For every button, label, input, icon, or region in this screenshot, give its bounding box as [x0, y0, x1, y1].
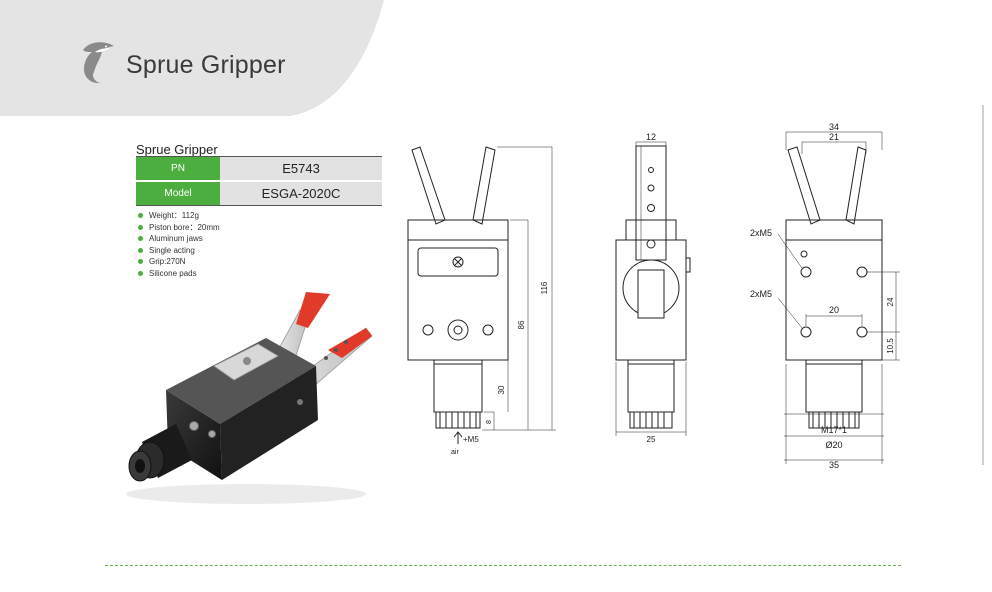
spec-key-model: Model [136, 181, 220, 206]
dim-side-base: 25 [647, 435, 656, 444]
list-item: Silicone pads [136, 268, 220, 280]
bullet-icon [138, 236, 143, 241]
header-panel [0, 0, 384, 116]
right-edge-rule [982, 105, 984, 465]
dim-diameter: Ø20 [825, 440, 842, 450]
list-item: Grip:270N [136, 256, 220, 268]
feature-text: Single acting [149, 245, 195, 255]
page-title: Sprue Gripper [126, 51, 286, 79]
bullet-icon [138, 270, 143, 276]
list-item: Piston bore：20mm [136, 222, 220, 234]
dim-back-inner: 21 [829, 132, 839, 142]
dim-back-base: 35 [829, 460, 839, 470]
technical-drawings: 116 86 30 8 +M5 air 12 25 [407, 122, 900, 470]
list-item: Single acting [136, 245, 220, 257]
dim-front-body: 86 [517, 320, 526, 329]
dim-front-thread: 8 [486, 420, 493, 424]
bullet-icon [138, 259, 143, 264]
spec-key-pn: PN [136, 157, 220, 182]
dashed-divider [105, 565, 901, 566]
dim-front-stem: 30 [497, 385, 506, 394]
dim-back-10-5: 10.5 [886, 338, 895, 354]
feature-text: Silicone pads [149, 268, 197, 278]
bullet-icon [138, 247, 143, 253]
list-item: Aluminum jaws [136, 233, 220, 245]
dim-side-top: 12 [646, 132, 656, 142]
dim-back-outer: 34 [829, 122, 839, 132]
product-photo [126, 292, 373, 504]
label-lower-holes: 2xM5 [750, 289, 772, 299]
spec-row-pn: PN E5743 [136, 157, 382, 182]
spec-row-model: Model ESGA-2020C [136, 181, 382, 206]
list-item: Weight：112g [136, 210, 220, 222]
feature-text: Grip:270N [149, 257, 186, 266]
feature-text: Piston bore：20mm [149, 222, 220, 232]
air-port-arrow-icon [453, 431, 463, 444]
feature-list: Weight：112g Piston bore：20mm Aluminum ja… [136, 210, 220, 279]
bullet-icon [138, 224, 143, 230]
dim-thread: M17*1 [821, 425, 847, 435]
side-view [615, 141, 691, 436]
spec-top-rule [136, 156, 382, 157]
feature-text: Weight：112g [149, 211, 199, 220]
feature-text: Aluminum jaws [149, 234, 203, 243]
dim-back-24: 24 [886, 297, 895, 306]
back-view [777, 131, 900, 464]
front-view [407, 146, 556, 431]
port-label: +M5 [463, 435, 479, 444]
dim-front-total: 116 [540, 281, 549, 294]
spec-value-pn: E5743 [220, 157, 382, 182]
dolphin-logo-icon [83, 42, 114, 84]
dim-hole-spacing: 20 [829, 305, 839, 315]
spec-heading: Sprue Gripper [136, 142, 218, 157]
label-upper-holes: 2xM5 [750, 228, 772, 238]
bullet-icon [138, 213, 143, 218]
spec-table: PN E5743 Model ESGA-2020C [136, 157, 382, 206]
spec-value-model: ESGA-2020C [220, 181, 382, 206]
air-label: air [451, 449, 459, 456]
